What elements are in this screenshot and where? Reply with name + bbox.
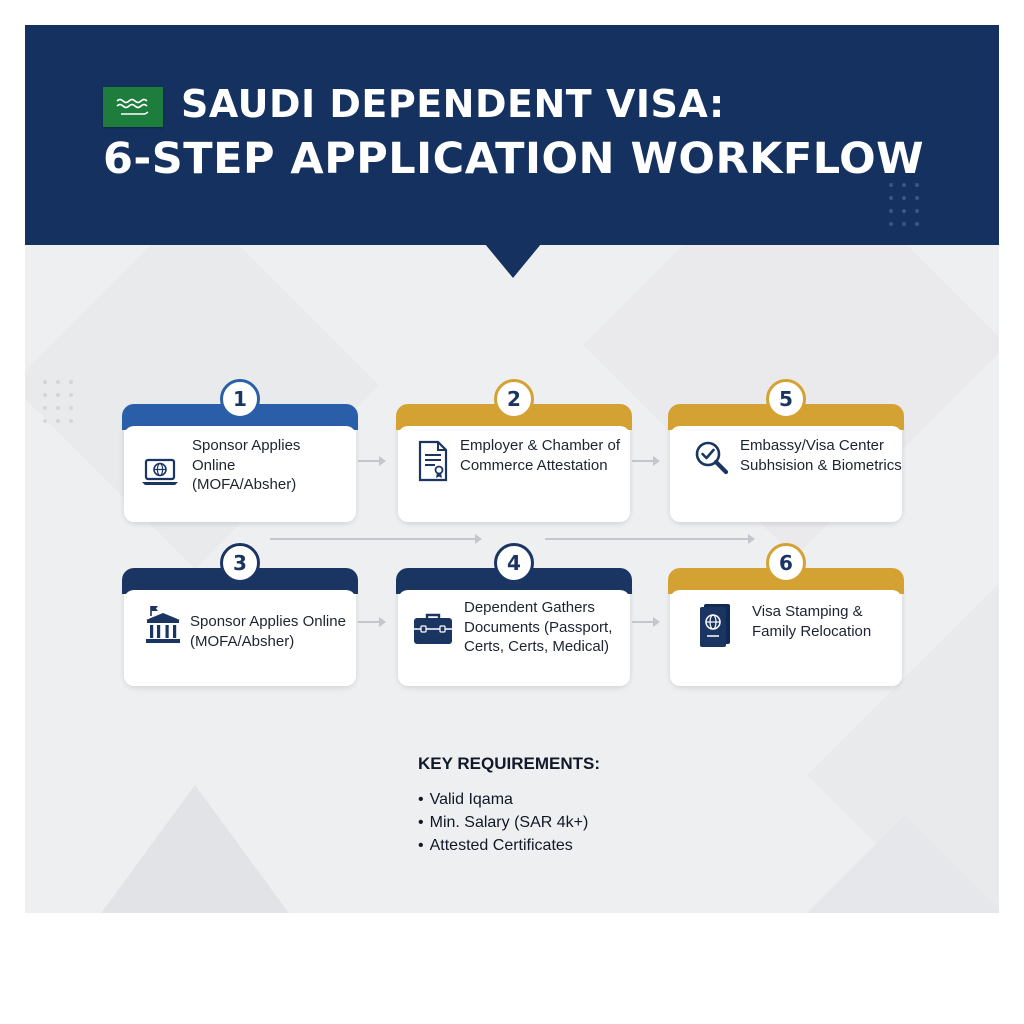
- requirement-item: Min. Salary (SAR 4k+): [418, 811, 600, 834]
- step-label: Visa Stamping & Family Relocation: [752, 603, 872, 640]
- key-requirements: KEY REQUIREMENTS: Valid Iqama Min. Salar…: [418, 754, 600, 857]
- government-building-icon: [142, 604, 182, 644]
- flow-arrow: [632, 617, 660, 627]
- step-card-4: 4 Dependent Gathers Documents (Passport,…: [396, 543, 632, 686]
- requirements-heading: KEY REQUIREMENTS:: [418, 754, 600, 773]
- laptop-globe-icon: [140, 452, 180, 492]
- requirements-list: Valid Iqama Min. Salary (SAR 4k+) Attest…: [418, 788, 600, 857]
- requirement-item: Valid Iqama: [418, 788, 600, 811]
- header-banner: [25, 25, 999, 245]
- background-triangle: [785, 815, 999, 913]
- flow-arrow: [358, 617, 386, 627]
- briefcase-icon: [412, 612, 452, 652]
- step-card-6: 6 Visa Stamping & Family Relocation: [668, 543, 904, 686]
- saudi-flag-icon: [103, 87, 163, 127]
- step-number-badge: 4: [494, 543, 534, 583]
- page-title-line1: SAUDI DEPENDENT VISA:: [181, 82, 725, 126]
- step-label: Dependent Gathers Documents (Passport, C…: [464, 599, 613, 655]
- step-label: Sponsor Applies Online (MOFA/Absher): [190, 613, 346, 650]
- page-title-line2: 6-STEP APPLICATION WORKFLOW: [103, 134, 925, 184]
- step-card-5: 5 Embassy/Visa Center Subhsision & Biome…: [668, 379, 904, 522]
- step-card-2: 2 Employer & Chamber of Commerce Attesta…: [396, 379, 632, 522]
- passport-icon: [696, 602, 736, 647]
- flow-arrow: [358, 456, 386, 466]
- requirement-item: Attested Certificates: [418, 834, 600, 857]
- step-label: Embassy/Visa Center Subhsision & Biometr…: [740, 437, 902, 474]
- step-label: Sponsor Applies Online (MOFA/Absher): [192, 437, 301, 493]
- step-card-1: 1 Sponsor Applies Online (MOFA/Absher): [122, 379, 358, 522]
- certificate-document-icon: [412, 438, 452, 482]
- step-card-3: 3 Sponsor Applies Online (MOFA/Absher): [122, 543, 358, 686]
- step-number-badge: 3: [220, 543, 260, 583]
- decorative-dot-grid: [43, 380, 73, 423]
- flow-arrow: [545, 534, 755, 544]
- step-label: Employer & Chamber of Commerce Attestati…: [460, 437, 621, 474]
- flow-arrow: [270, 534, 482, 544]
- decorative-dot-grid: [889, 183, 919, 226]
- step-number-badge: 2: [494, 379, 534, 419]
- background-triangle: [85, 785, 305, 913]
- flow-arrow: [632, 456, 660, 466]
- magnifier-check-icon: [692, 438, 732, 478]
- step-number-badge: 6: [766, 543, 806, 583]
- step-number-badge: 1: [220, 379, 260, 419]
- step-number-badge: 5: [766, 379, 806, 419]
- header-pointer: [485, 244, 541, 278]
